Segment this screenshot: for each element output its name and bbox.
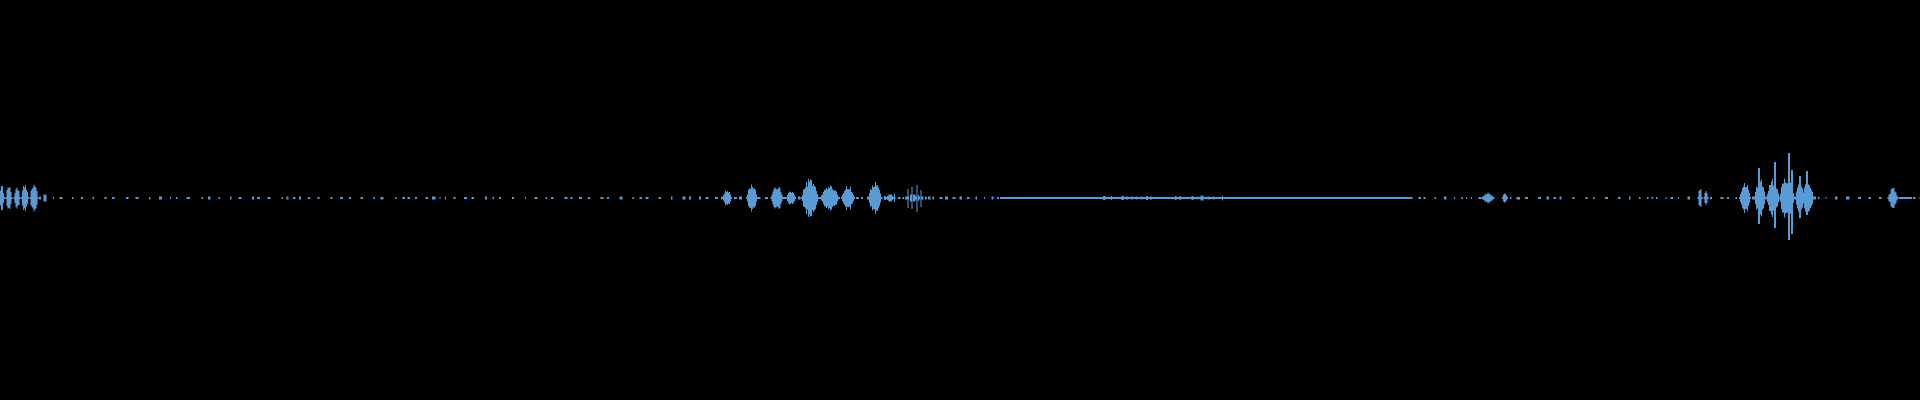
waveform-bars bbox=[0, 153, 1920, 240]
